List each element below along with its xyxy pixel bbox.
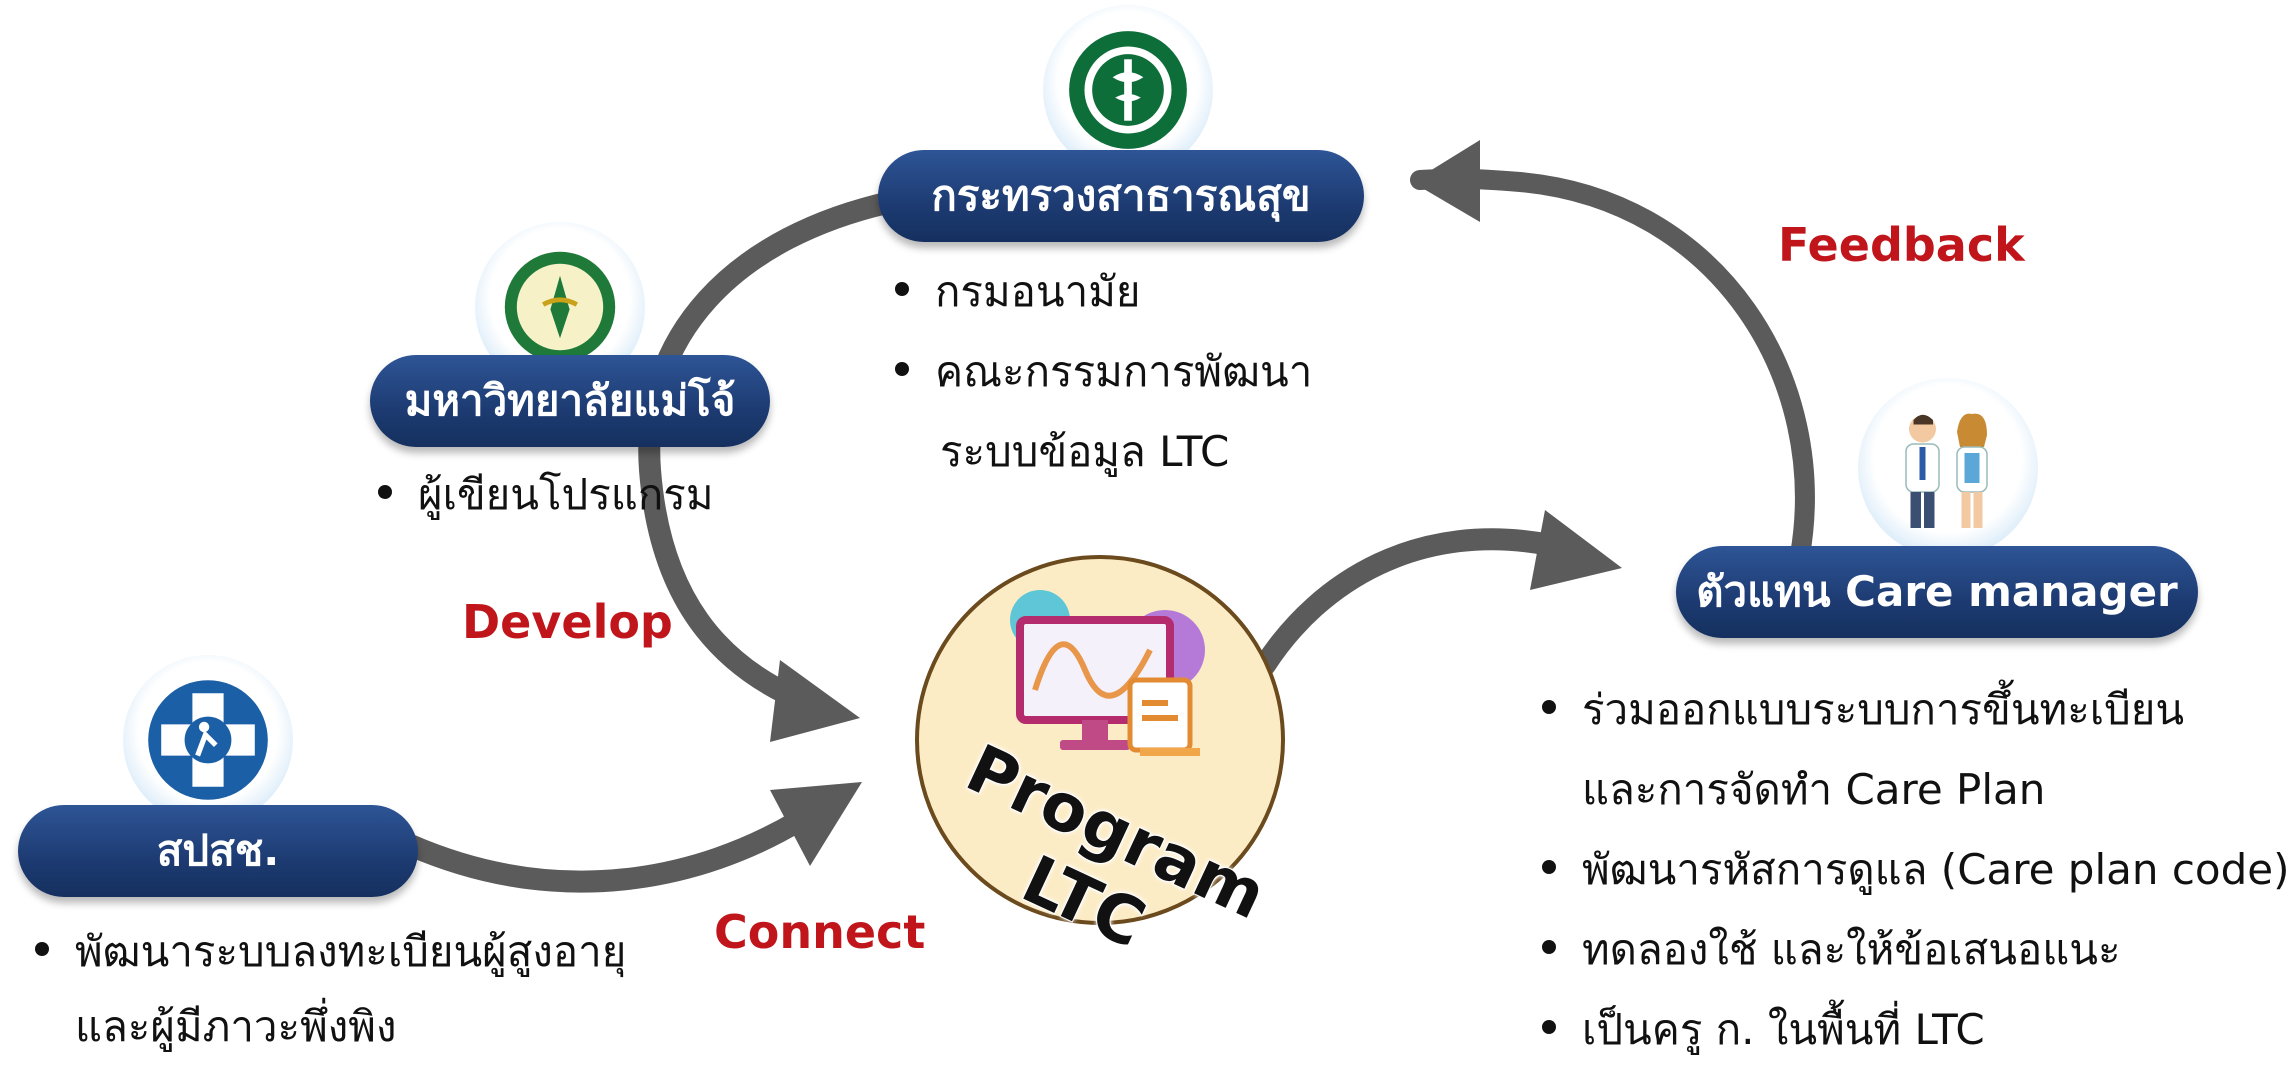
phc-bullet-1-continued: และผู้มีภาวะพึ่งพิง — [75, 1002, 397, 1051]
develop-arrow — [638, 189, 911, 711]
moph-bullet-2: คณะกรรมการพัฒนา — [895, 332, 1312, 412]
feedback-arrowhead — [1412, 140, 1480, 222]
care-manager-title: ตัวแทน Care manager — [1676, 546, 2198, 638]
moph-bullet-1: กรมอนามัย — [895, 252, 1312, 332]
moph-logo — [1043, 5, 1213, 175]
doctors-icon — [1905, 413, 1988, 528]
develop-arrowhead — [770, 660, 860, 742]
connect-arrow — [399, 809, 811, 893]
care-bullet-2: พัฒนารหัสการดูแล (Care plan code) — [1542, 830, 2290, 910]
connect-label: Connect — [714, 905, 926, 959]
maejo-title: มหาวิทยาลัยแม่โจ้ — [370, 355, 770, 447]
care-manager-bullets: ร่วมออกแบบระบบการขึ้นทะเบียน และการจัดทำ… — [1542, 670, 2290, 1070]
care-bullet-3: ทดลองใช้ และให้ข้อเสนอแนะ — [1542, 910, 2290, 990]
phc-bullet-1: พัฒนาระบบลงทะเบียนผู้สูงอายุ — [35, 912, 626, 992]
program-to-care-arrowhead — [1530, 510, 1622, 590]
maejo-bullets: ผู้เขียนโปรแกรม — [378, 455, 714, 535]
care-manager-logo — [1858, 378, 2038, 558]
maejo-bullet-1: ผู้เขียนโปรแกรม — [378, 455, 714, 535]
care-bullet-1: ร่วมออกแบบระบบการขึ้นทะเบียน — [1542, 670, 2290, 750]
moph-bullet-2-continued: ระบบข้อมูล LTC — [940, 427, 1230, 476]
moph-title: กระทรวงสาธารณสุข — [878, 150, 1364, 242]
maejo-university-seal-icon — [504, 251, 616, 363]
care-bullet-1-continued: และการจัดทำ Care Plan — [1582, 765, 2046, 814]
phc-logo — [123, 655, 293, 825]
ministry-of-public-health-seal-icon — [1069, 31, 1187, 149]
phc-title: สปสช. — [18, 805, 418, 897]
care-bullet-4: เป็นครู ก. ในพื้นที่ LTC — [1542, 990, 2290, 1070]
program-to-care-arrow — [1254, 528, 1561, 676]
develop-label: Develop — [462, 595, 673, 649]
computer-monitor-icon — [1010, 590, 1205, 756]
phc-bullets: พัฒนาระบบลงทะเบียนผู้สูงอายุ และผู้มีภาว… — [35, 912, 626, 1062]
moph-bullets: กรมอนามัย คณะกรรมการพัฒนา ระบบข้อมูล LTC — [895, 252, 1312, 492]
feedback-arrow — [1410, 168, 1815, 565]
connect-arrowhead — [770, 782, 862, 866]
feedback-label: Feedback — [1778, 218, 2025, 272]
health-cross-icon — [148, 680, 268, 800]
